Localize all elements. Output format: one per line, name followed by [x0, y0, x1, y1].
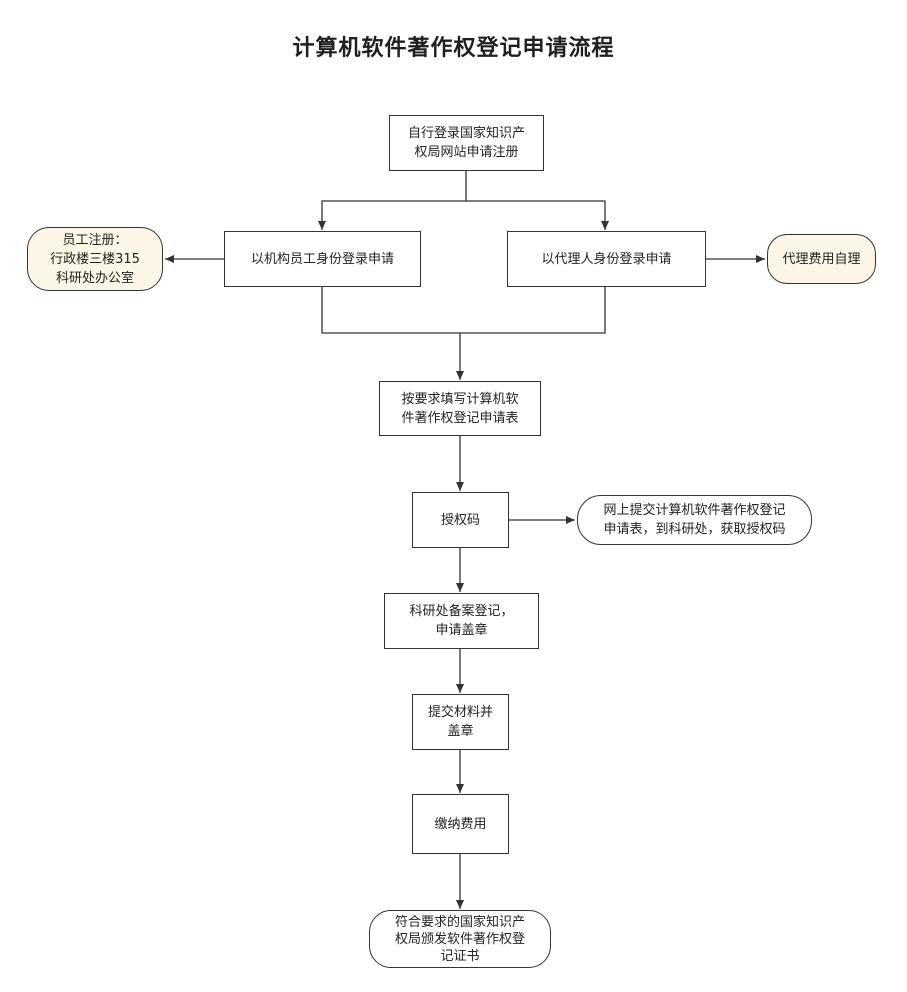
node-org-login: 以机构员工身份登录申请 [224, 231, 421, 287]
node-submit: 提交材料并 盖章 [412, 694, 509, 750]
node-agent-login: 以代理人身份登录申请 [507, 231, 706, 287]
connector-merge [321, 287, 606, 334]
node-agent-fee: 代理费用自理 [767, 234, 876, 284]
connector-split-right [466, 200, 609, 230]
connector-start-split [318, 171, 467, 230]
node-auth-note: 网上提交计算机软件著作权登记 申请表，到科研处，获取授权码 [577, 495, 812, 545]
node-certificate: 符合要求的国家知识产 权局颁发软件著作权登 记证书 [369, 910, 551, 968]
diagram-title: 计算机软件著作权登记申请流程 [292, 36, 615, 61]
node-pay: 缴纳费用 [412, 794, 509, 854]
node-start: 自行登录国家知识产 权局网站申请注册 [389, 115, 544, 171]
node-fill-form: 按要求填写计算机软 件著作权登记申请表 [379, 381, 541, 436]
node-registration: 科研处备案登记， 申请盖章 [384, 593, 539, 649]
node-employee-note: 员工注册： 行政楼三楼315 科研处办公室 [27, 227, 163, 291]
node-auth-code: 授权码 [412, 492, 509, 548]
